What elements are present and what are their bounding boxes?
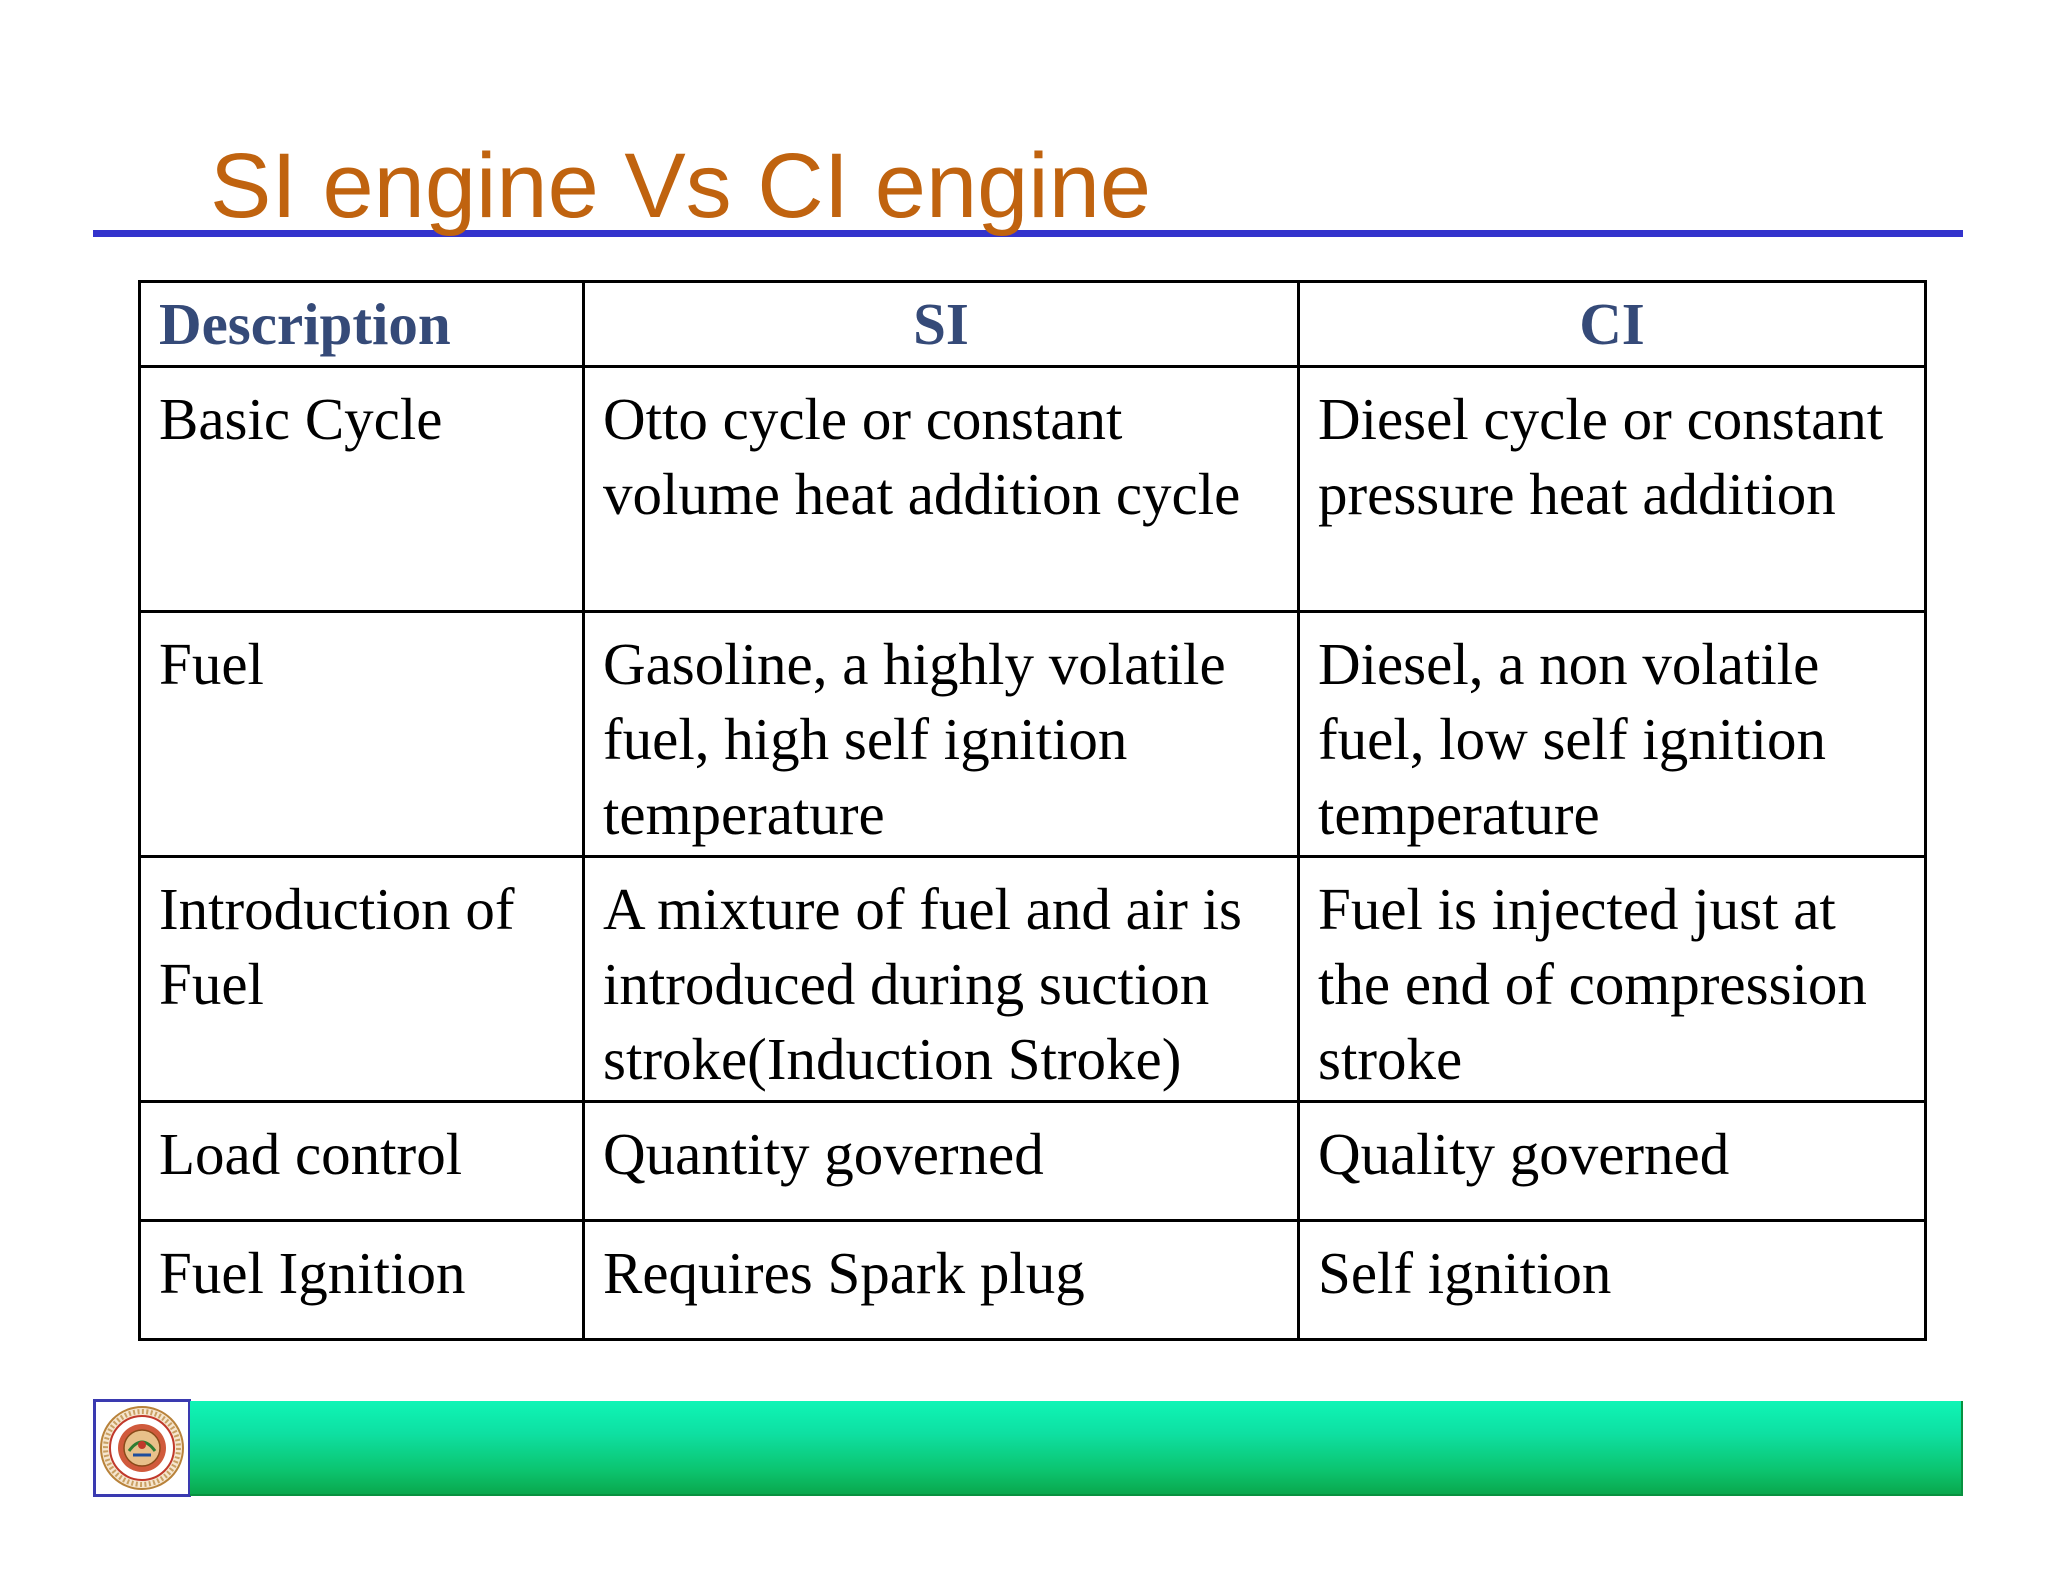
college-seal-icon [100, 1406, 184, 1490]
row-description: Fuel Ignition [138, 1219, 585, 1341]
slide-title: SI engine Vs CI engine [210, 135, 1152, 237]
row-description: Load control [138, 1100, 585, 1222]
college-logo [93, 1399, 191, 1497]
table-row: Introduction of Fuel A mixture of fuel a… [138, 855, 1927, 1103]
row-si-value: A mixture of fuel and air is introduced … [582, 855, 1300, 1103]
header-ci: CI [1297, 280, 1927, 368]
row-ci-value: Diesel, a non volatile fuel, low self ig… [1297, 610, 1927, 858]
header-si: SI [582, 280, 1300, 368]
row-ci-value: Fuel is injected just at the end of comp… [1297, 855, 1927, 1103]
table-row: Load control Quantity governed Quality g… [138, 1100, 1927, 1222]
row-ci-value: Quality governed [1297, 1100, 1927, 1222]
row-description: Introduction of Fuel [138, 855, 585, 1103]
row-si-value: Quantity governed [582, 1100, 1300, 1222]
title-underline [93, 230, 1963, 237]
table-row: Fuel Ignition Requires Spark plug Self i… [138, 1219, 1927, 1341]
row-description: Fuel [138, 610, 585, 858]
table-header-row: Description SI CI [138, 280, 1927, 368]
table-row: Basic Cycle Otto cycle or constant volum… [138, 365, 1927, 613]
footer-bar [190, 1401, 1963, 1496]
row-ci-value: Self ignition [1297, 1219, 1927, 1341]
row-description: Basic Cycle [138, 365, 585, 613]
row-si-value: Requires Spark plug [582, 1219, 1300, 1341]
row-ci-value: Diesel cycle or constant pressure heat a… [1297, 365, 1927, 613]
header-description: Description [138, 280, 585, 368]
table-row: Fuel Gasoline, a highly volatile fuel, h… [138, 610, 1927, 858]
comparison-table: Description SI CI Basic Cycle Otto cycle… [138, 280, 1927, 1341]
row-si-value: Otto cycle or constant volume heat addit… [582, 365, 1300, 613]
row-si-value: Gasoline, a highly volatile fuel, high s… [582, 610, 1300, 858]
